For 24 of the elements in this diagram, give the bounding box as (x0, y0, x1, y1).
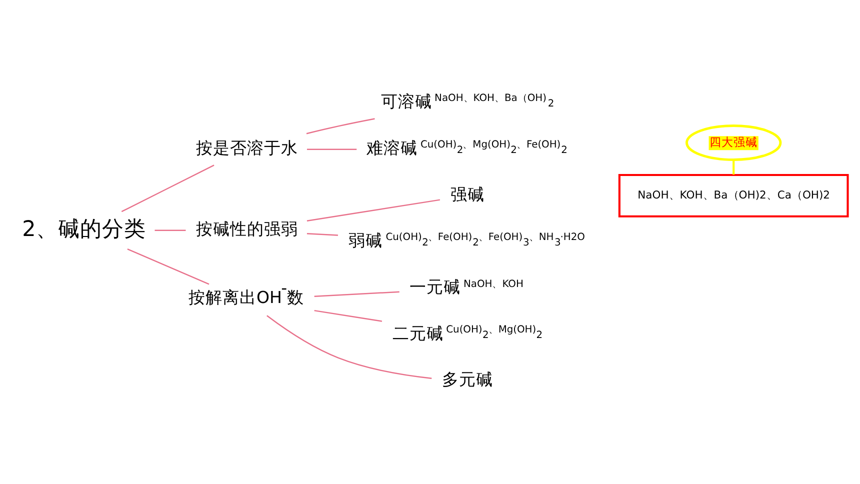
connector (306, 148, 357, 150)
node-text: 可溶碱 (380, 92, 432, 112)
connector (266, 315, 432, 379)
node-text: 多元碱 (442, 370, 493, 390)
node-text: 强碱 (450, 184, 484, 204)
connector (154, 230, 186, 232)
connector (121, 164, 214, 212)
node-label: NaOH、KOH (464, 279, 524, 290)
connector (306, 199, 440, 222)
node-text: 弱碱 (348, 231, 383, 250)
node-ellipse: 四大强碱 (686, 124, 782, 161)
connector (732, 160, 735, 175)
connector (314, 291, 400, 297)
node-text: 2、碱的分类 (22, 217, 146, 242)
node-text: 一元碱 (410, 277, 461, 296)
connector (306, 118, 375, 134)
node-text: 按碱性的强弱 (196, 220, 298, 239)
node-text: 按是否溶于水 (196, 138, 298, 158)
connector (314, 310, 382, 322)
node-box: NaOH、KOH、Ba（OH)2、Ca（OH)2 (618, 174, 849, 218)
node-text: 难溶碱 (366, 138, 418, 158)
connector (127, 248, 210, 285)
node-text: 二元碱 (392, 324, 444, 343)
connector (306, 232, 338, 236)
